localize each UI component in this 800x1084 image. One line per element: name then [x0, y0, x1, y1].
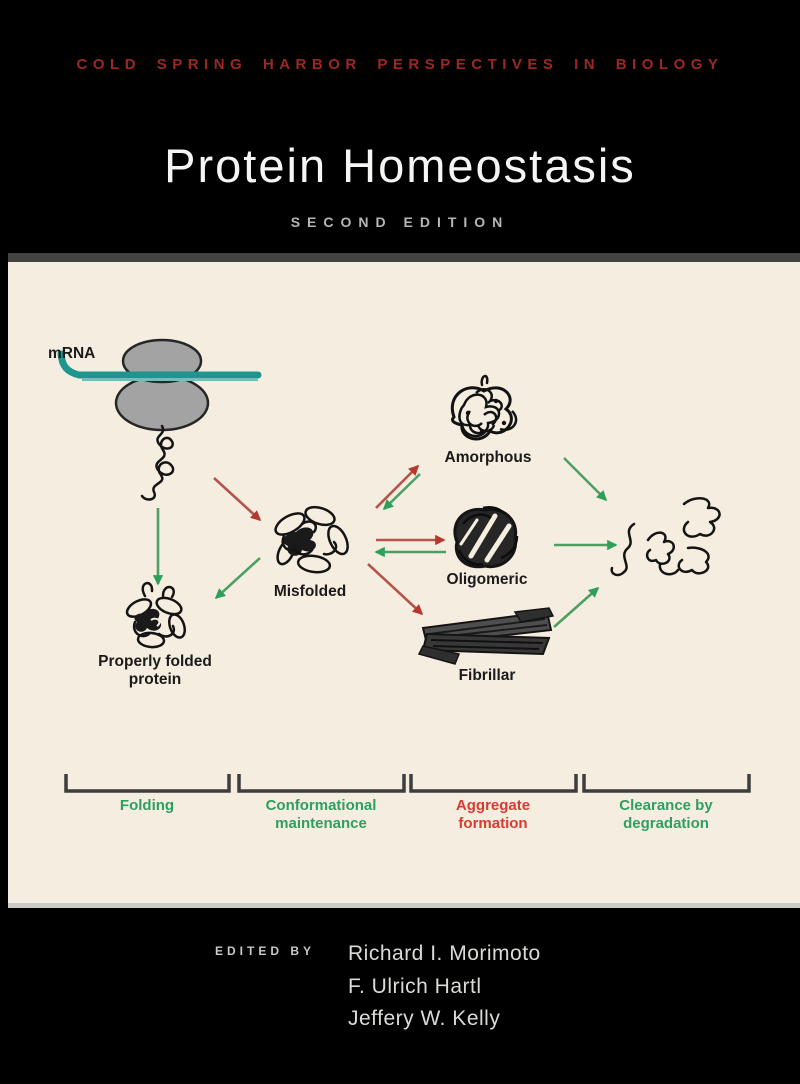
editor-name: Jeffery W. Kelly — [348, 1007, 501, 1030]
arrow-fibrillar-to-clearance — [553, 586, 600, 628]
stage-label-aggregate: Aggregate — [456, 797, 530, 814]
nascent-chain-icon — [140, 424, 175, 501]
bracket-folding — [64, 774, 231, 793]
arrow-misfolded-to-amorphous — [375, 464, 420, 509]
arrow-chain-to-misfolded — [213, 477, 262, 522]
stage-label-conformational: Conformational — [266, 797, 377, 814]
bracket-clearance-by-degradation — [582, 774, 751, 793]
misfolded-protein-icon — [274, 505, 349, 574]
series-title: COLD SPRING HARBOR PERSPECTIVES IN BIOLO… — [76, 56, 724, 73]
properly-folded-label-line1: Properly folded — [98, 653, 212, 670]
fibrillar-aggregate-icon — [417, 607, 555, 665]
page-title: Protein Homeostasis — [164, 139, 636, 192]
stage-label-maintenance: maintenance — [275, 815, 367, 832]
stage-label-folding: Folding — [120, 797, 174, 814]
edited-by-label: EDITED BY — [215, 944, 316, 958]
mrna-label: mRNA — [48, 345, 95, 362]
bracket-conformational-maintenance — [237, 774, 406, 793]
oligomeric-label: Oligomeric — [447, 571, 528, 588]
arrow-misfolded-to-folded — [214, 557, 261, 600]
diagram-panel: mRNA — [8, 253, 800, 908]
arrow-amorphous-to-misfolded — [382, 473, 421, 511]
misfolded-label: Misfolded — [274, 583, 346, 600]
edition-label: SECOND EDITION — [290, 214, 510, 230]
ribosome-icon — [114, 338, 210, 432]
stage-label-degradation: degradation — [623, 815, 709, 832]
arrow-misfolded-to-fibrillar — [367, 563, 424, 616]
amorphous-aggregate-icon — [450, 374, 518, 441]
fibrillar-label: Fibrillar — [459, 667, 516, 684]
amorphous-label: Amorphous — [445, 449, 532, 466]
oligomeric-aggregate-icon — [453, 506, 519, 569]
properly-folded-label-line2: protein — [129, 671, 182, 688]
bracket-aggregate-formation — [409, 774, 578, 793]
editor-name: F. Ulrich Hartl — [348, 974, 482, 998]
properly-folded-protein-icon — [125, 581, 187, 649]
degraded-protein-icon — [610, 496, 721, 577]
arrow-amorphous-to-clearance — [563, 457, 608, 502]
mrna-strand-icon — [57, 350, 262, 381]
protein-homeostasis-diagram: mRNA — [48, 338, 751, 832]
editor-name: Richard I. Morimoto — [348, 942, 541, 965]
editors-list: Richard I. Morimoto F. Ulrich Hartl Jeff… — [348, 938, 541, 1036]
stage-label-formation: formation — [458, 815, 527, 832]
stage-label-clearance: Clearance by — [619, 797, 713, 814]
